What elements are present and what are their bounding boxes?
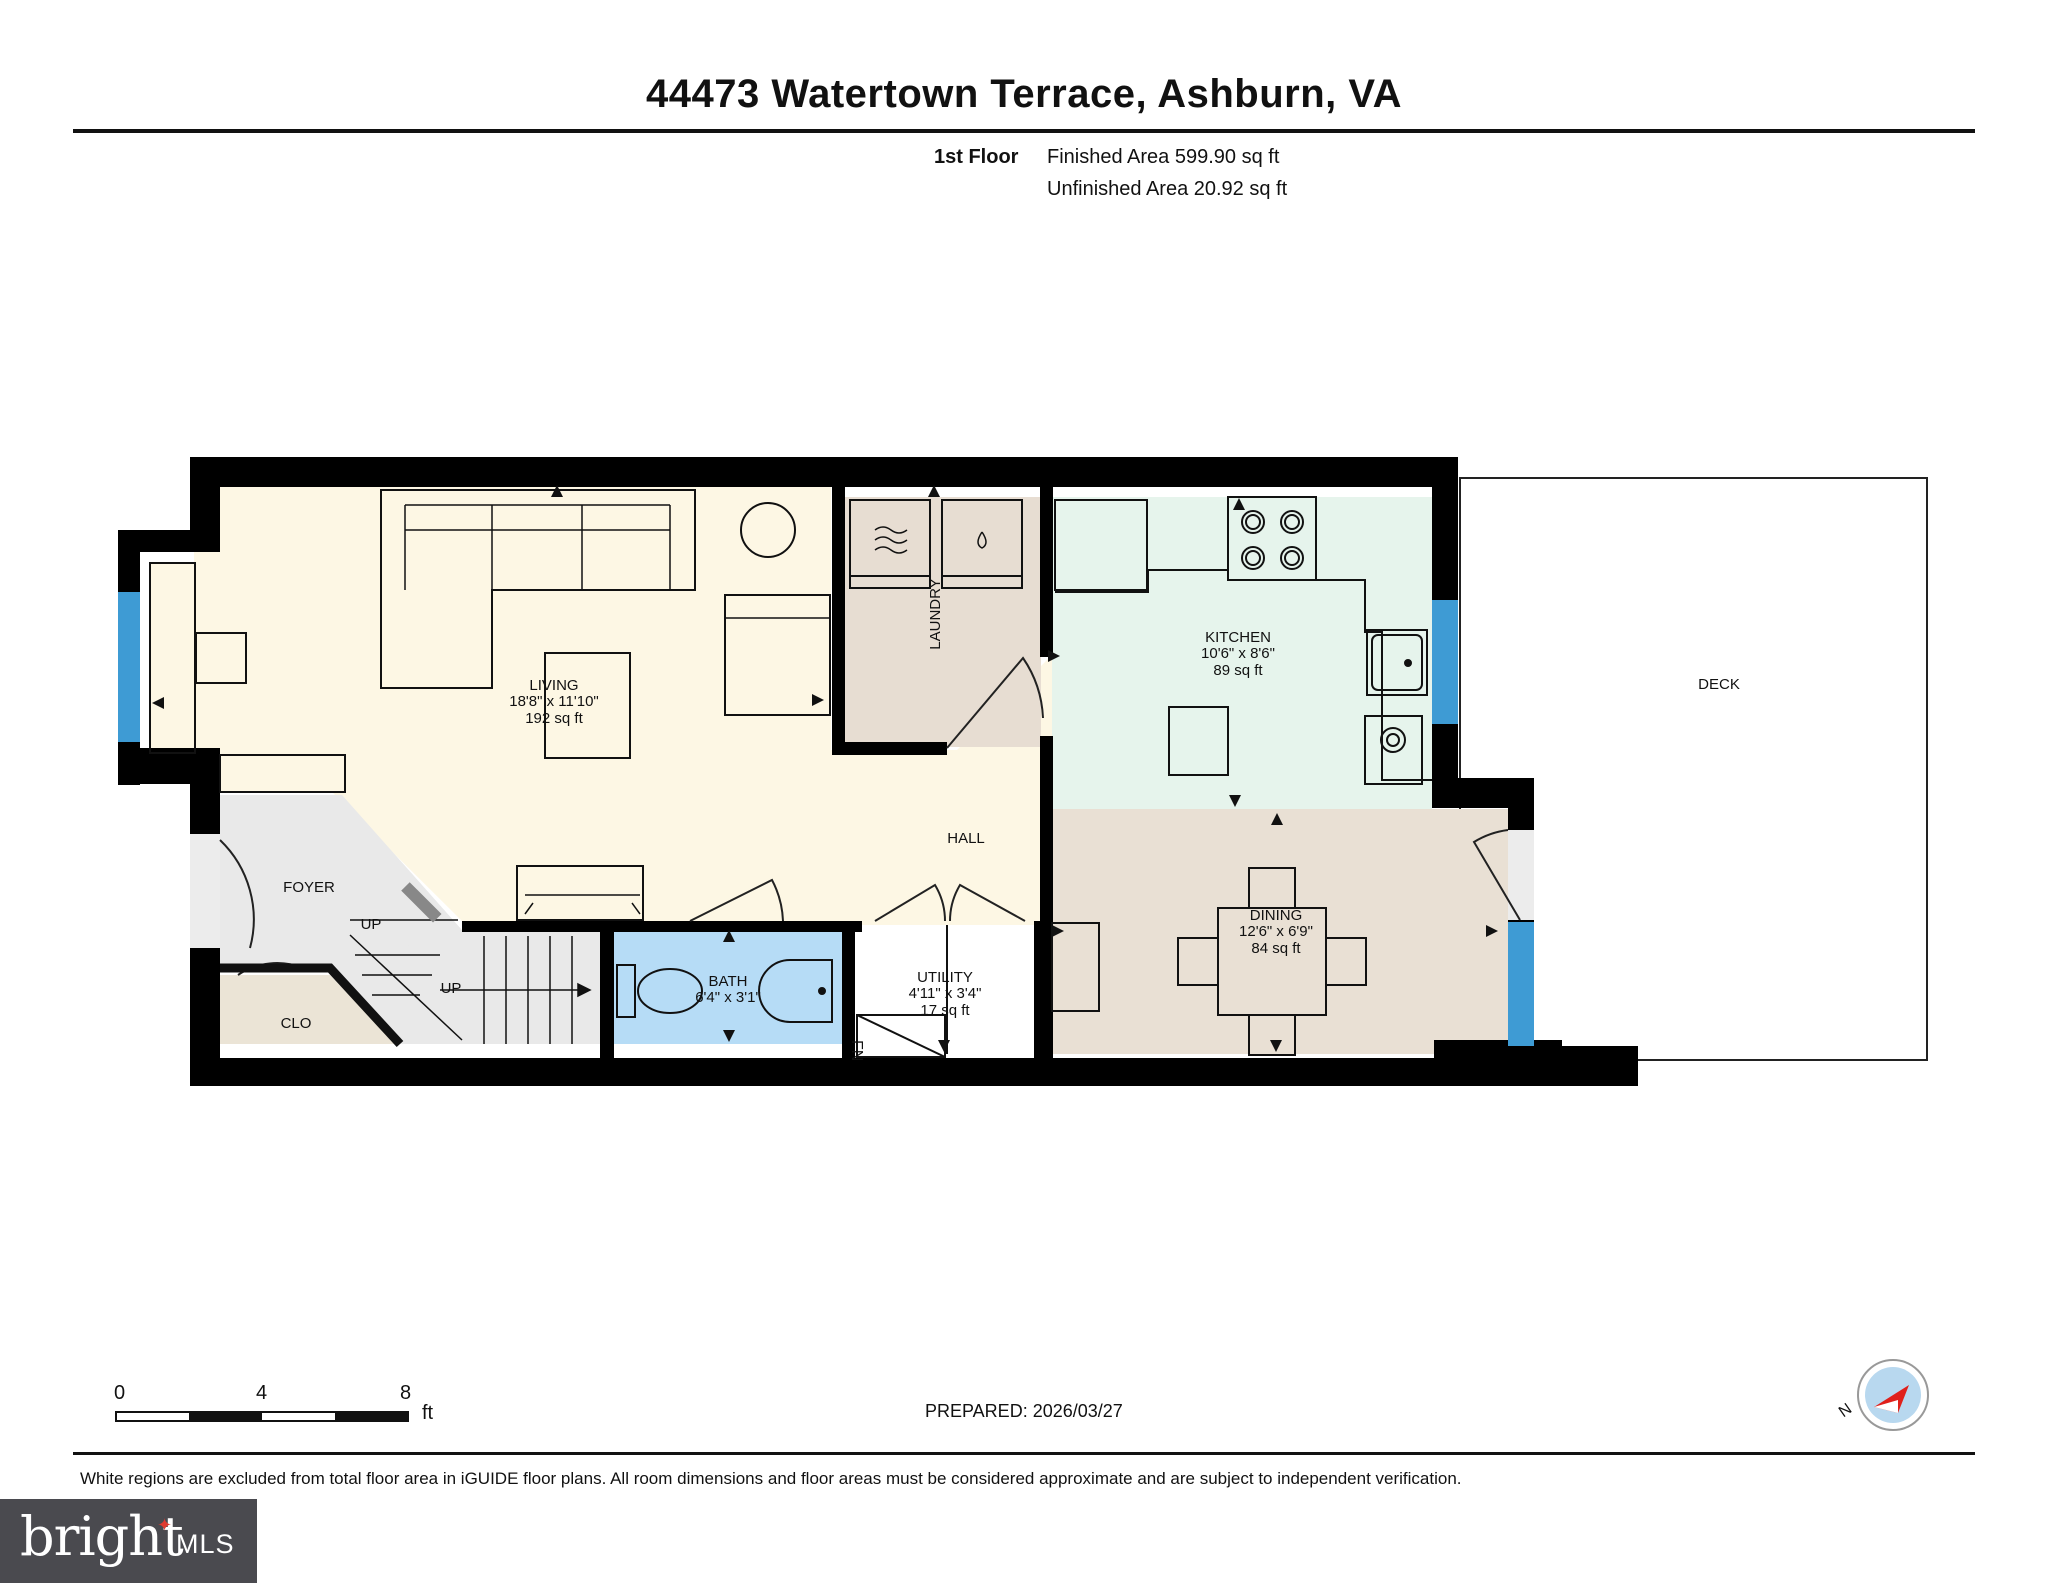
logo-suffix: MLS [176,1529,235,1559]
dining-area: 84 sq ft [1251,940,1301,957]
hall-name: HALL [947,830,985,847]
dining-name: DINING [1250,907,1303,924]
vanity-sink [758,959,833,1023]
camera-arrows [152,485,1498,1052]
living-dims: 18'8" x 11'10" [509,693,599,710]
disclaimer-text: White regions are excluded from total fl… [80,1469,1462,1488]
toilet [637,968,703,1014]
floor-label: 1st Floor [934,146,1019,168]
footer-rule [73,1452,1975,1455]
living-name: LIVING [529,677,578,694]
side-table [740,502,796,558]
window-kitchen [1432,600,1458,724]
sink [1366,629,1428,696]
finished-area: Finished Area 599.90 sq ft [1047,146,1280,168]
closet-floor [220,975,395,1044]
living-area: 192 sq ft [525,710,583,727]
scale-bar [115,1411,409,1422]
hall-floor [194,610,1052,930]
console-table [219,754,346,793]
living-furniture [149,489,831,921]
dining-dims: 12'6" x 6'9" [1239,923,1313,940]
scale-unit: ft [422,1402,434,1424]
dryer [849,499,931,589]
kitchen-name: KITCHEN [1205,629,1271,646]
window-dining [1508,922,1534,1046]
logo-brand: bright [20,1505,184,1568]
desk-chair [195,632,247,684]
dishwasher [1364,715,1423,785]
armchair [724,594,831,716]
bath-dims: 6'4" x 3'1" [695,989,761,1006]
unfinished-area: Unfinished Area 20.92 sq ft [1047,178,1288,200]
furnace: FN [848,925,948,1061]
laundry-appliances [849,499,1023,589]
utility-name: UTILITY [917,969,973,986]
stairs-floor [330,930,600,1044]
upper-cabinet [1054,499,1148,591]
foyer-name: FOYER [283,879,335,896]
laundry-name: LAUNDRY [927,578,944,649]
sideboard [1051,922,1100,1012]
dining-floor [1052,809,1510,1054]
closet-name: CLO [281,1015,312,1032]
compass-n-label: N [1836,1400,1855,1421]
kitchen-island [1168,706,1229,776]
kitchen-area: 89 sq ft [1213,662,1263,679]
scale-tick-4: 4 [256,1382,268,1404]
stairs-up: UP [441,980,462,997]
hall-bench [516,865,644,921]
cooktop [1227,496,1317,581]
bath-floor [614,932,842,1044]
logo-spark-icon: ✦ [157,1515,173,1535]
kitchen-floor [1052,497,1432,809]
kitchen-dims: 10'6" x 8'6" [1201,645,1275,662]
deck-name: DECK [1698,676,1740,693]
title-rule [73,129,1975,133]
page-title: 44473 Watertown Terrace, Ashburn, VA [646,72,1402,116]
furnace-label: FN [848,1040,865,1061]
doors [190,656,1534,976]
bath-fixtures [616,959,833,1023]
kitchen-fixtures [1054,496,1432,785]
utility-dims: 4'11" x 3'4" [909,985,982,1002]
bright-mls-logo: bright ✦ MLS [0,1499,257,1583]
north-compass: N [1836,1355,1941,1440]
prepared-date: PREPARED: 2026/03/27 [925,1401,1123,1421]
scale-tick-0: 0 [114,1382,126,1404]
stair-treads [220,882,592,1048]
utility-area: 17 sq ft [920,1002,970,1019]
deck-area [1459,477,1928,1061]
bath-name: BATH [709,973,748,990]
scale-tick-8: 8 [400,1382,412,1404]
washer [941,499,1023,589]
window-left [118,592,140,742]
foyer-stair-up: UP [361,916,382,933]
dining-set [1051,867,1367,1056]
coffee-table [544,652,631,759]
